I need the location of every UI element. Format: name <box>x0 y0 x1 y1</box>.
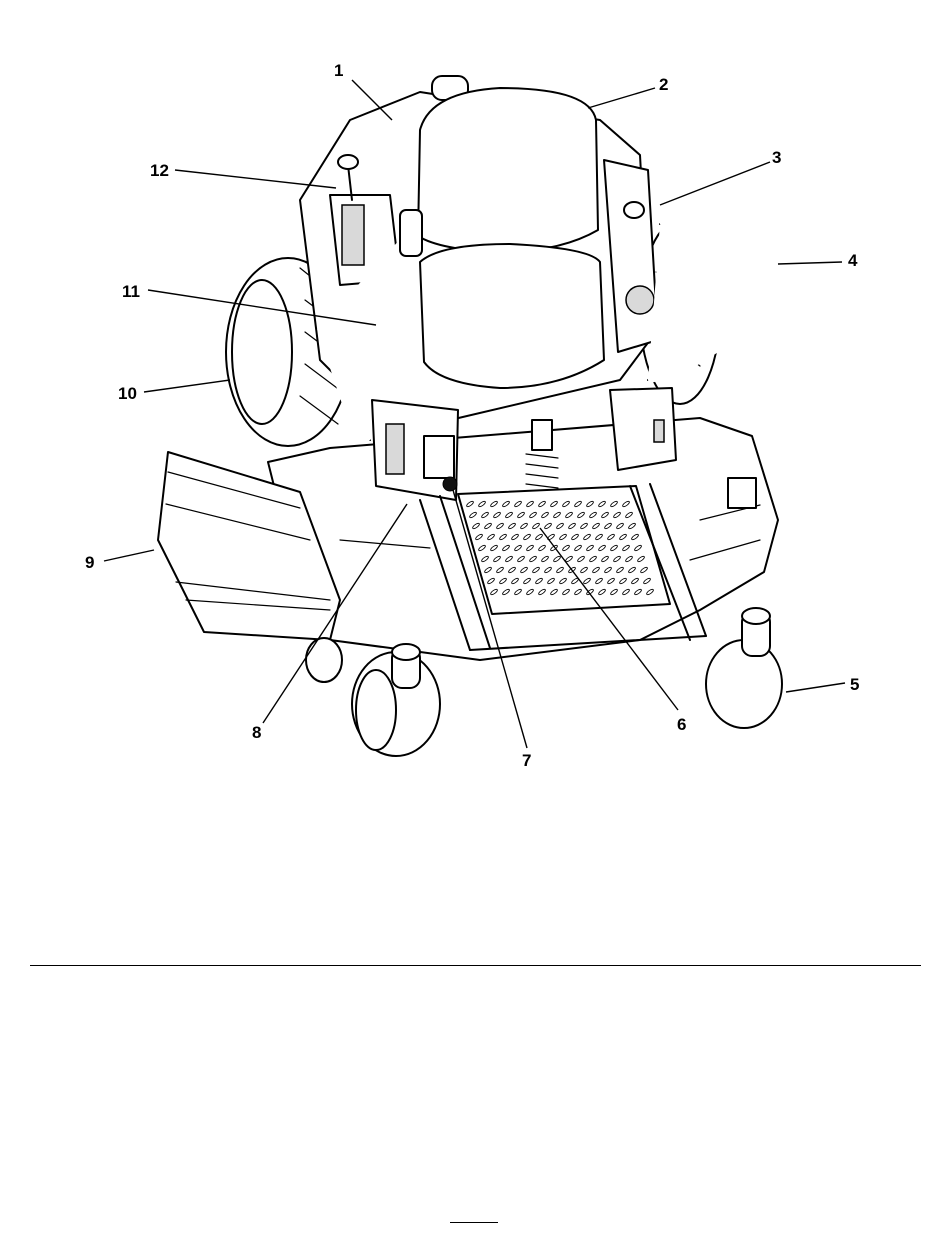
callout-1: 1 <box>334 61 343 80</box>
callout-6: 6 <box>677 715 686 734</box>
leader-9 <box>104 550 154 561</box>
left-front-caster <box>306 638 440 756</box>
leader-4 <box>778 262 842 264</box>
callout-10: 10 <box>118 384 137 403</box>
leader-2 <box>588 88 655 108</box>
callout-12: 12 <box>150 161 169 180</box>
leader-12 <box>175 170 336 188</box>
page-number-rule <box>450 1222 498 1223</box>
leader-5 <box>786 683 845 692</box>
right-motion-control-lever <box>648 212 772 380</box>
callout-7: 7 <box>522 751 531 770</box>
left-control-tower <box>372 400 458 500</box>
callout-8: 8 <box>252 723 261 742</box>
callout-3: 3 <box>772 148 781 167</box>
callout-9: 9 <box>85 553 94 572</box>
callout-2: 2 <box>659 75 668 94</box>
right-front-caster <box>706 608 782 728</box>
section-divider <box>30 965 921 966</box>
callout-5: 5 <box>850 675 859 694</box>
callout-4: 4 <box>848 251 858 270</box>
callout-11: 11 <box>122 282 140 301</box>
leader-3 <box>660 162 770 205</box>
operator-seat <box>418 88 604 388</box>
leader-10 <box>144 380 230 392</box>
right-control-tower <box>610 388 676 470</box>
